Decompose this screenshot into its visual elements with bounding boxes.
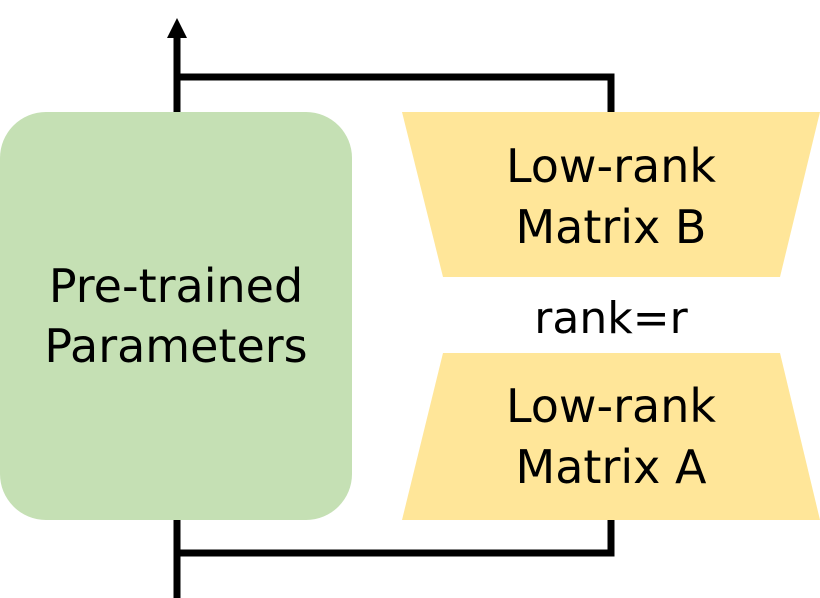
matrix-b-block <box>402 112 820 277</box>
pretrained-block <box>0 112 352 520</box>
matrix-a-label-line1: Low-rank <box>506 379 716 433</box>
connectors <box>173 30 615 598</box>
matrix-b-label-line2: Matrix B <box>515 200 706 254</box>
output-arrowhead-icon <box>167 18 187 38</box>
pretrained-label-line1: Pre-trained <box>49 259 303 313</box>
matrix-a-label-line2: Matrix A <box>516 440 707 494</box>
output-branch-line <box>177 73 615 112</box>
matrix-a-block <box>402 353 820 520</box>
pretrained-label-line2: Parameters <box>44 319 307 373</box>
rank-label: rank=r <box>534 293 688 344</box>
matrix-b-label-line1: Low-rank <box>506 139 716 193</box>
input-branch-line <box>177 520 615 557</box>
